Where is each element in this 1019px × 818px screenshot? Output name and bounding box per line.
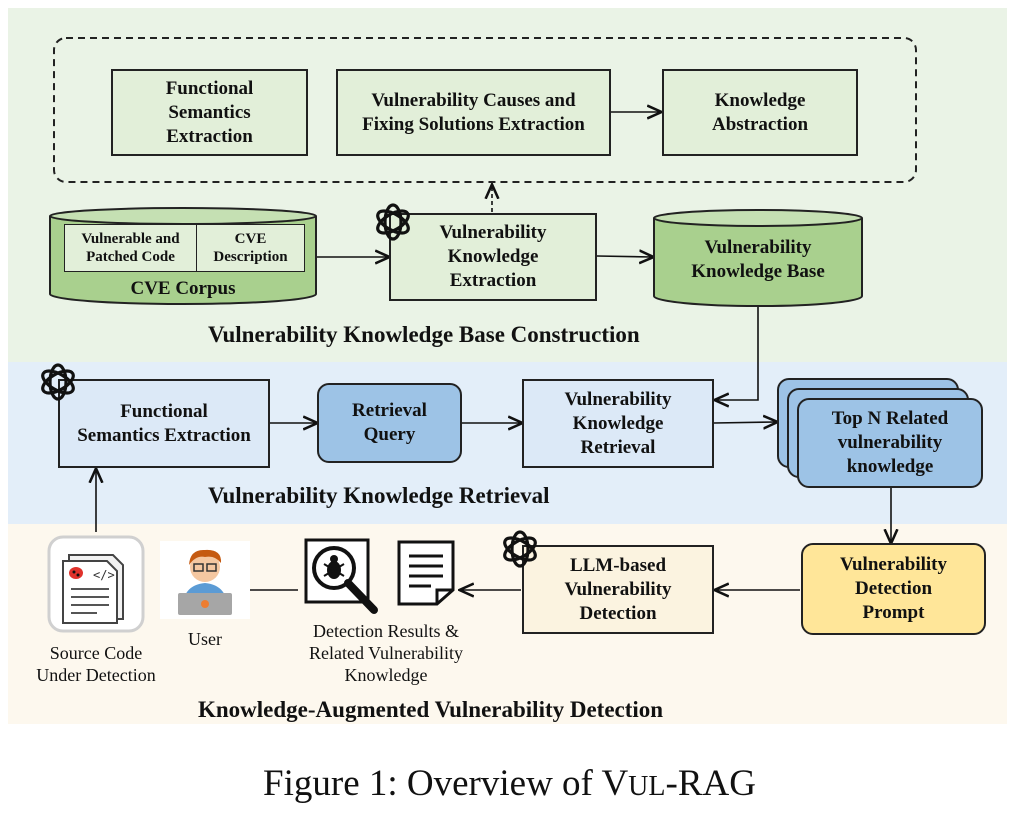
llm-detection-box: LLM-based Vulnerability Detection bbox=[522, 545, 714, 634]
source-code-icon: </> bbox=[47, 535, 145, 633]
construction-section-title: Vulnerability Knowledge Base Constructio… bbox=[208, 322, 640, 347]
openai-logo-icon bbox=[41, 363, 75, 401]
user-laptop-icon bbox=[160, 541, 250, 619]
caption-tail: -RAG bbox=[665, 763, 756, 804]
functional-semantics-extraction-box: Functional Semantics Extraction bbox=[111, 69, 308, 156]
user-label: User bbox=[188, 629, 222, 649]
knowledge-base-label: Vulnerability Knowledge Base bbox=[691, 237, 825, 282]
detection-results-label: Detection Results & Related Vulnerabilit… bbox=[308, 621, 464, 685]
detection-section-title: Knowledge-Augmented Vulnerability Detect… bbox=[198, 697, 664, 722]
cve-corpus-label: CVE Corpus bbox=[130, 278, 236, 299]
retrieval-functional-semantics-box: Functional Semantics Extraction bbox=[58, 379, 270, 468]
document-icon bbox=[397, 540, 455, 606]
figure-caption: Figure 1: Overview of VUL-RAG bbox=[0, 762, 1019, 805]
top-n-related-knowledge-box: Top N Related vulnerability knowledge bbox=[797, 398, 983, 488]
bug-search-icon bbox=[304, 538, 378, 614]
caption-text: Figure 1: Overview of V bbox=[263, 763, 629, 804]
detection-prompt-box: Vulnerability Detection Prompt bbox=[801, 543, 986, 635]
retrieval-section-title: Vulnerability Knowledge Retrieval bbox=[208, 483, 550, 508]
knowledge-extraction-box: Vulnerability Knowledge Extraction bbox=[389, 213, 597, 301]
knowledge-retrieval-box: Vulnerability Knowledge Retrieval bbox=[522, 379, 714, 468]
svg-text:</>: </> bbox=[93, 568, 115, 582]
caption-smallcaps: UL bbox=[628, 771, 666, 802]
source-code-label: Source Code Under Detection bbox=[36, 643, 156, 685]
openai-logo-icon bbox=[503, 530, 537, 568]
knowledge-base-cylinder bbox=[653, 209, 863, 307]
cve-description-cell: CVE Description bbox=[196, 224, 305, 272]
causes-fixes-extraction-box: Vulnerability Causes and Fixing Solution… bbox=[336, 69, 611, 156]
knowledge-abstraction-box: Knowledge Abstraction bbox=[662, 69, 858, 156]
openai-logo-icon bbox=[376, 203, 410, 241]
vulnerable-patched-code-cell: Vulnerable and Patched Code bbox=[64, 224, 197, 272]
retrieval-query-box: Retrieval Query bbox=[317, 383, 462, 463]
